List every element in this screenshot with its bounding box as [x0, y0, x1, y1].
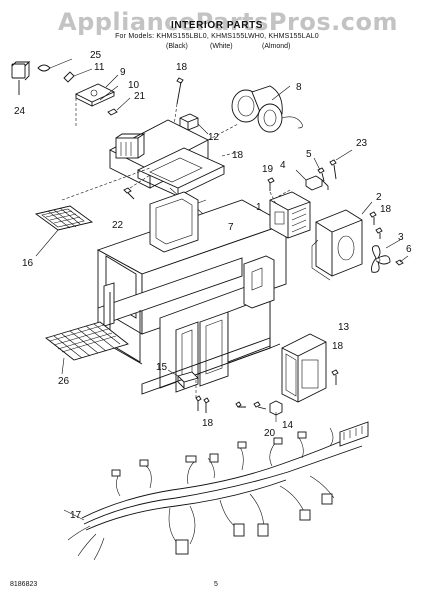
callout-20: 20 — [264, 428, 276, 439]
watermark: AppliancePartsPros.com — [58, 8, 398, 36]
callout-19: 19 — [262, 164, 274, 175]
callout-8: 8 — [296, 82, 302, 93]
part-22-screw — [123, 174, 151, 200]
oven-cavity-wrapper — [96, 191, 288, 395]
callout-17: 17 — [70, 510, 82, 521]
part-14-coil — [269, 400, 283, 422]
part-17-wire-harness — [63, 421, 369, 561]
callout-22: 22 — [112, 220, 124, 231]
part-18-screw-bracket — [331, 369, 339, 385]
part-20-screw — [235, 401, 267, 410]
callout-26: 26 — [58, 376, 70, 387]
callout-10: 10 — [128, 80, 140, 91]
part-19-screw — [267, 177, 277, 205]
part-18-screw-right — [369, 211, 383, 239]
part-9-bracket — [74, 74, 131, 128]
part-6-nut — [395, 255, 409, 266]
part-26-rack — [45, 321, 129, 375]
part-16-grease-filter — [34, 205, 94, 257]
callout-3: 3 — [398, 232, 404, 243]
part-2-fan-shroud — [311, 201, 373, 281]
callout-labels: 25 11 9 10 21 18 8 12 23 18 5 4 19 1 24 … — [14, 50, 412, 521]
finish-almond: (Almond) — [262, 43, 291, 50]
part-5-screw — [313, 157, 325, 182]
callout-7: 7 — [228, 222, 234, 233]
part-24-thermal-fuse — [11, 60, 31, 95]
model-list: For Models: KHMS155LBL0, KHMS155LWH0, KH… — [115, 33, 319, 40]
part-1-magnetron — [269, 191, 311, 239]
part-12-latch — [179, 113, 209, 135]
part-25-fuse-holder — [37, 58, 73, 72]
part-8-blower-motor — [231, 85, 303, 133]
callout-1: 1 — [256, 202, 262, 213]
callout-18-top: 18 — [176, 62, 188, 73]
part-18-screws-bottom — [195, 395, 210, 413]
part-13-panel — [281, 333, 327, 403]
callout-23: 23 — [356, 138, 368, 149]
part-7-control-bracket — [109, 119, 226, 225]
callout-5: 5 — [306, 149, 312, 160]
finish-white: (White) — [210, 43, 233, 50]
callout-6: 6 — [406, 244, 412, 255]
finish-black: (Black) — [166, 43, 188, 50]
diagram-title: INTERIOR PARTS — [170, 20, 264, 31]
part-11-clip — [63, 68, 93, 83]
callout-18-mid: 18 — [232, 150, 244, 161]
callout-25: 25 — [90, 50, 102, 61]
callout-21: 21 — [134, 91, 146, 102]
callout-18-bottom: 18 — [202, 418, 214, 429]
part-4-switch — [295, 169, 329, 191]
footer-page-number: 5 — [214, 581, 218, 588]
callout-13: 13 — [338, 322, 350, 333]
callout-14: 14 — [282, 420, 294, 431]
part-3-fan-blade — [371, 239, 401, 273]
callout-9: 9 — [120, 67, 126, 78]
callout-2: 2 — [376, 192, 382, 203]
callout-18-panel: 18 — [332, 341, 344, 352]
part-15-bracket — [167, 369, 199, 400]
callout-18-right: 18 — [380, 204, 392, 215]
part-23-screw — [329, 149, 353, 180]
callout-4: 4 — [280, 160, 286, 171]
callout-24: 24 — [14, 106, 26, 117]
callout-12: 12 — [208, 132, 220, 143]
footer-code: 8186823 — [10, 581, 38, 588]
callout-11: 11 — [94, 62, 105, 73]
callout-15: 15 — [156, 362, 168, 373]
callout-16: 16 — [22, 258, 34, 269]
